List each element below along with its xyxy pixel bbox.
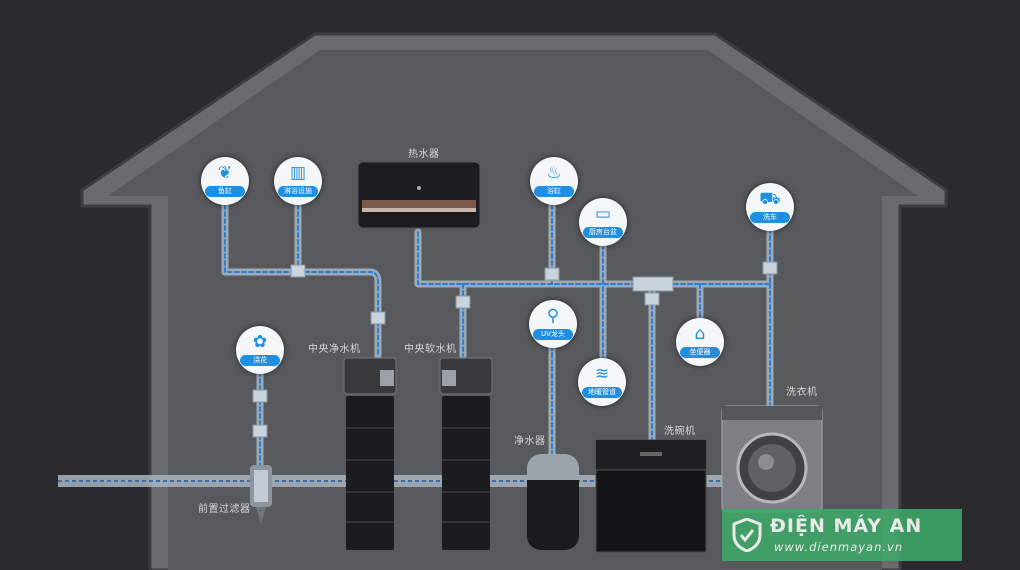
shower-bubble: ▥ 淋浴设施 [274,157,322,205]
shield-icon [732,518,762,552]
watering-bubble: ✿ 浇花 [236,326,284,374]
central-purifier-tower [343,357,397,550]
purifier-label: 净水器 [514,436,546,447]
prefilter-unit [250,465,272,525]
central-softener-label: 中央软水机 [404,344,457,355]
central-purifier-label: 中央净水机 [308,344,361,355]
prefilter-label: 前置过滤器 [198,504,251,515]
washing-machine-unit [721,405,823,513]
floor-heating-label: 地暖管道 [582,387,622,398]
toilet-label: 坐便器 [680,347,720,358]
kitchen-basin-bubble: ▭ 厨房台盆 [579,198,627,246]
uv-faucet-bubble: ⚲ UV龙头 [529,300,577,348]
basin-icon: ▭ [594,204,612,224]
bathtub-icon: ▥ [289,163,307,183]
washer-label: 洗衣机 [786,387,818,398]
bathtub-label: 浴缸 [534,186,574,197]
bathtub-bubble: ♨ 浴缸 [530,157,578,205]
car-wash-label: 洗车 [750,212,790,223]
faucet-icon: ⚲ [546,306,560,326]
pipe-network [221,196,778,474]
toilet-bubble: ⌂ 坐便器 [676,318,724,366]
fish-icon: ❦ [217,163,233,183]
central-softener-tower [439,357,493,550]
car-wash-icon: ⛟ [759,189,781,209]
bath-icon: ♨ [546,163,562,183]
purifier-unit [527,454,579,550]
watermark-banner: ĐIỆN MÁY AN www.dienmayan.vn [722,509,962,561]
kitchen-basin-label: 厨房台盆 [583,227,623,238]
water-heater [357,161,481,229]
watermark-brand: ĐIỆN MÁY AN [770,515,923,537]
watering-label: 浇花 [240,355,280,366]
uv-faucet-label: UV龙头 [533,329,573,340]
watermark-site: www.dienmayan.vn [774,540,904,554]
dishwasher-label: 洗碗机 [664,426,696,437]
dishwasher-unit [595,439,707,553]
car-wash-bubble: ⛟ 洗车 [746,183,794,231]
fish-tank-bubble: ❦ 鱼缸 [201,157,249,205]
flower-icon: ✿ [252,332,268,352]
water-heater-label: 热水器 [408,149,440,160]
heating-icon: ≋ [594,364,610,384]
shower-label: 淋浴设施 [278,186,318,197]
floor-heating-bubble: ≋ 地暖管道 [578,358,626,406]
fish-tank-label: 鱼缸 [205,186,245,197]
toilet-icon: ⌂ [694,324,706,344]
